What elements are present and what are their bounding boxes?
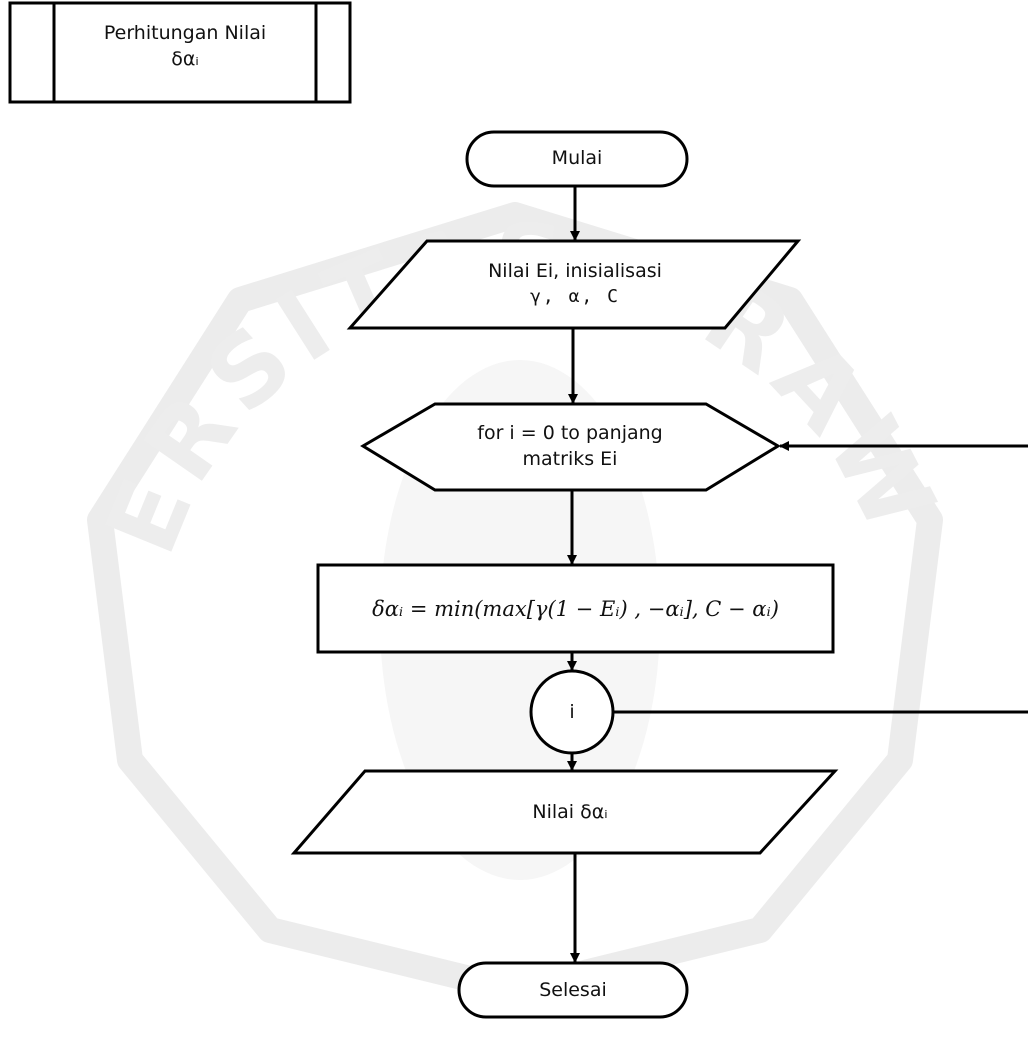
start-label: Mulai (551, 147, 603, 169)
process-formula: δαᵢ = min(max[γ(1 − Eᵢ) , −αᵢ], C − αᵢ) (372, 597, 779, 621)
input-label-line2: γ, α, C (530, 286, 620, 307)
loop-label-line2: matriks Ei (522, 448, 618, 470)
input-parallelogram (346, 239, 802, 330)
input-label: Nilai Ei, inisialisasi γ, α, C (400, 258, 750, 310)
header-process-box (8, 1, 352, 104)
output-label: Nilai δαᵢ (532, 801, 608, 823)
header-title-line2: δαᵢ (171, 48, 199, 70)
output-parallelogram (290, 769, 839, 855)
loop-label-line1: for i = 0 to panjang (477, 422, 663, 444)
input-label-line1: Nilai Ei, inisialisasi (488, 260, 662, 282)
start-terminator (465, 130, 689, 188)
connector-label: i (569, 701, 575, 723)
header-title-line1: Perhitungan Nilai (103, 22, 267, 44)
header-title: Perhitungan Nilai δαᵢ (54, 20, 316, 72)
process-rectangle (316, 563, 835, 654)
end-terminator (457, 961, 689, 1019)
loop-label: for i = 0 to panjang matriks Ei (420, 420, 720, 472)
end-label: Selesai (539, 979, 607, 1001)
loop-hexagon (360, 402, 781, 492)
